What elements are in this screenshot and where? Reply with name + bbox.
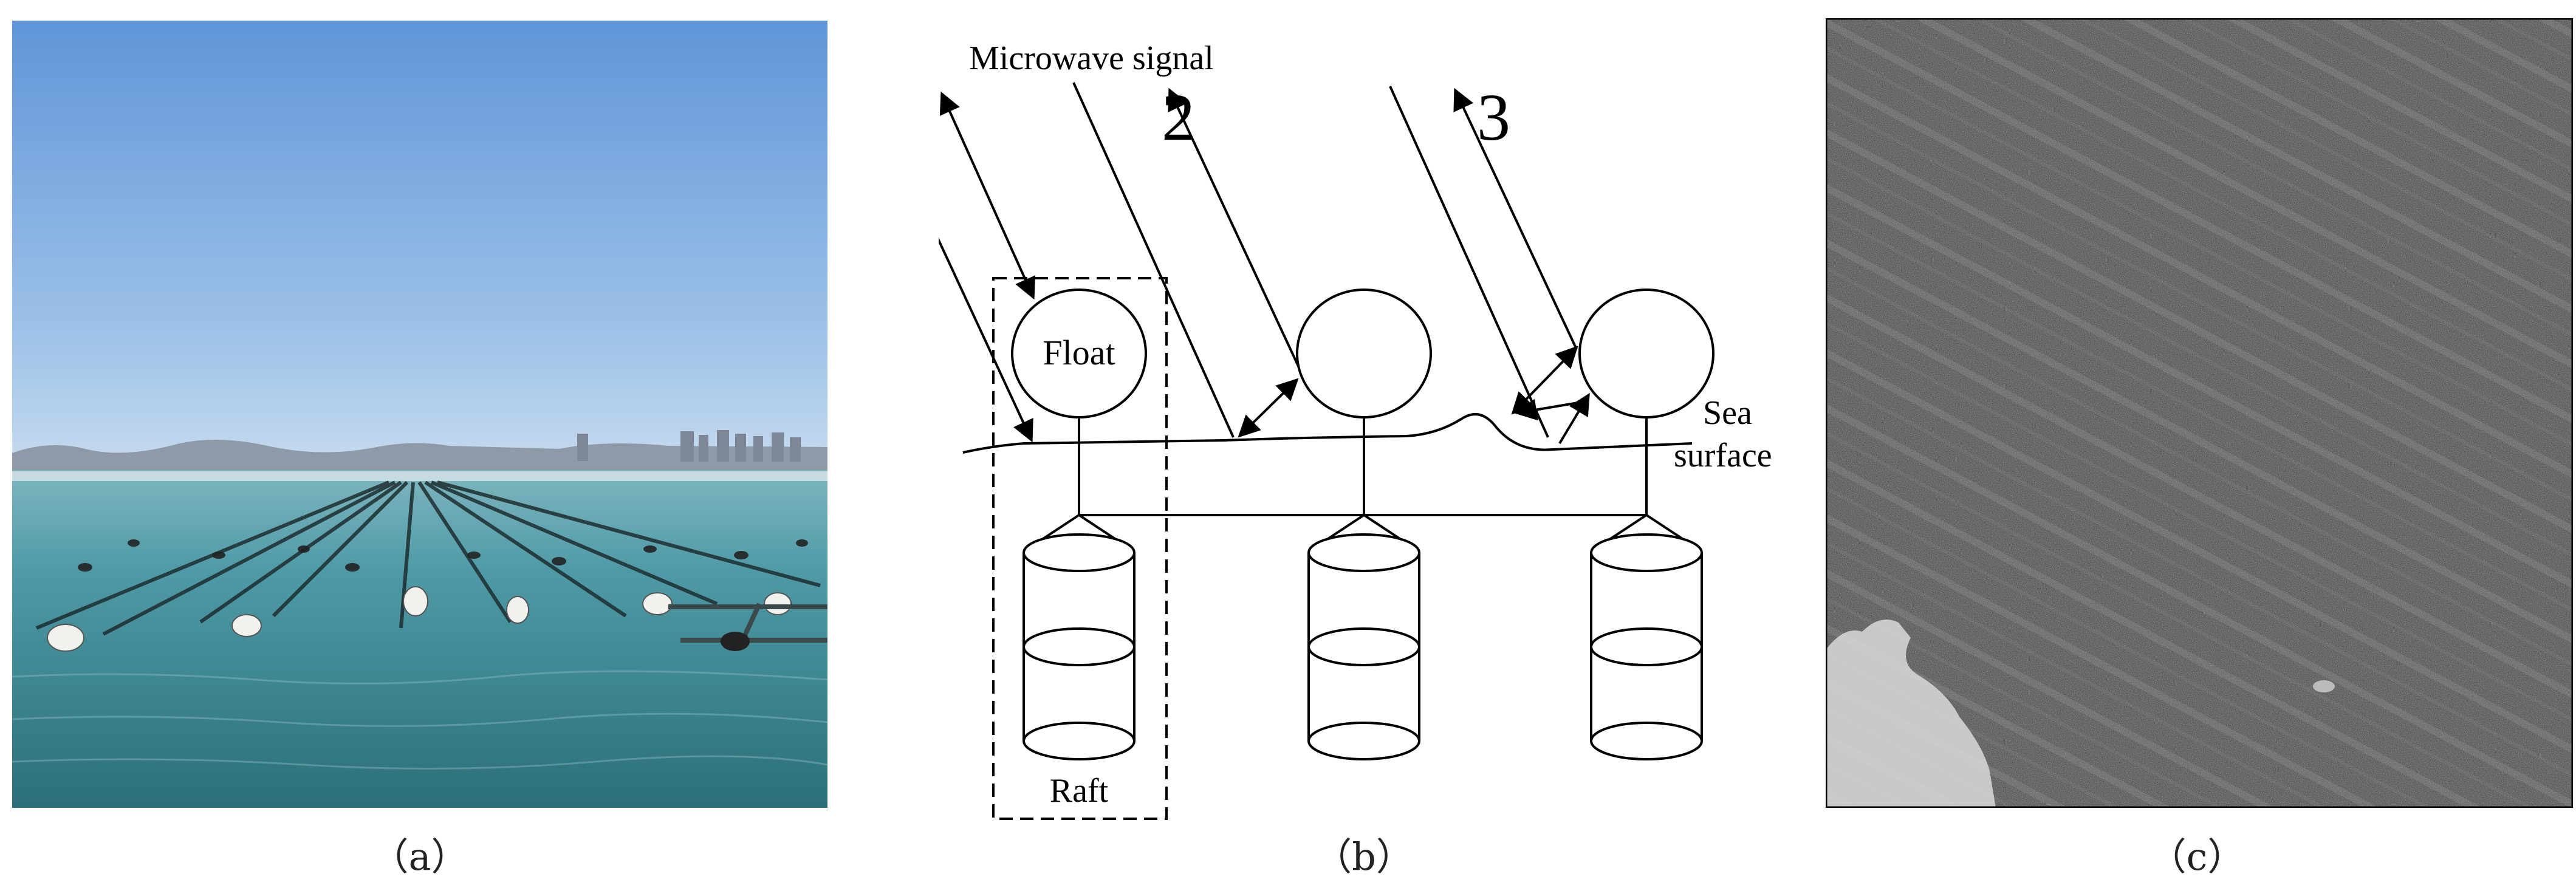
ray-2-return [1168,87,1304,377]
sea-label: Sea [1703,394,1752,432]
sar-frame [1825,18,2574,808]
cages [1023,533,1703,760]
raft-label: Raft [1050,772,1109,810]
float-3 [1578,289,1714,418]
sea-surface-line [962,413,1693,454]
float-label: Float [1043,333,1115,372]
aquaculture-photo [12,21,827,808]
sar-sea-texture [1826,18,2573,808]
caption-b: （b） [1314,835,1414,879]
distant-floats-band [12,471,827,481]
float-2 [1296,289,1432,418]
ray-1-float [939,91,1036,300]
sar-image-graphic [1825,18,2574,808]
signal-label: Microwave signal [969,39,1214,77]
signal-rays [869,82,1590,445]
ray-3-bounce-c [1515,398,1589,421]
distant-hills [12,440,827,473]
aquaculture-photo-graphic [12,21,827,808]
dark-float-dots [78,539,808,572]
path-2-label: 2 [1162,80,1195,154]
scattering-diagram-graphic: Microwave signal 1 2 3 Sea surface Float [869,39,1772,820]
cage-3 [1590,533,1703,760]
ray-2-incident [1072,82,1235,438]
raft-structure [1023,417,1703,553]
sky [12,21,827,470]
path-3-label: 3 [1477,80,1510,154]
ray-1-surface [869,91,1033,443]
surface-label: surface [1674,437,1772,474]
cage-2 [1307,533,1420,760]
sar-bright-target [2313,680,2335,692]
caption-a: （a） [371,835,469,879]
raft-unit-boundary [992,277,1168,820]
ray-3-return [1453,87,1578,350]
scattering-diagram: Microwave signal 1 2 3 Sea surface Float [869,18,1801,838]
water-ripples [12,670,827,770]
sar-image [1825,18,2574,808]
ray-2-bounce [1238,378,1299,438]
city-skyline [577,430,801,462]
caption-c: （c） [2148,835,2245,879]
cage-1 [1023,533,1136,760]
dark-buoy [721,632,750,651]
sar-land-region [1826,620,1996,808]
